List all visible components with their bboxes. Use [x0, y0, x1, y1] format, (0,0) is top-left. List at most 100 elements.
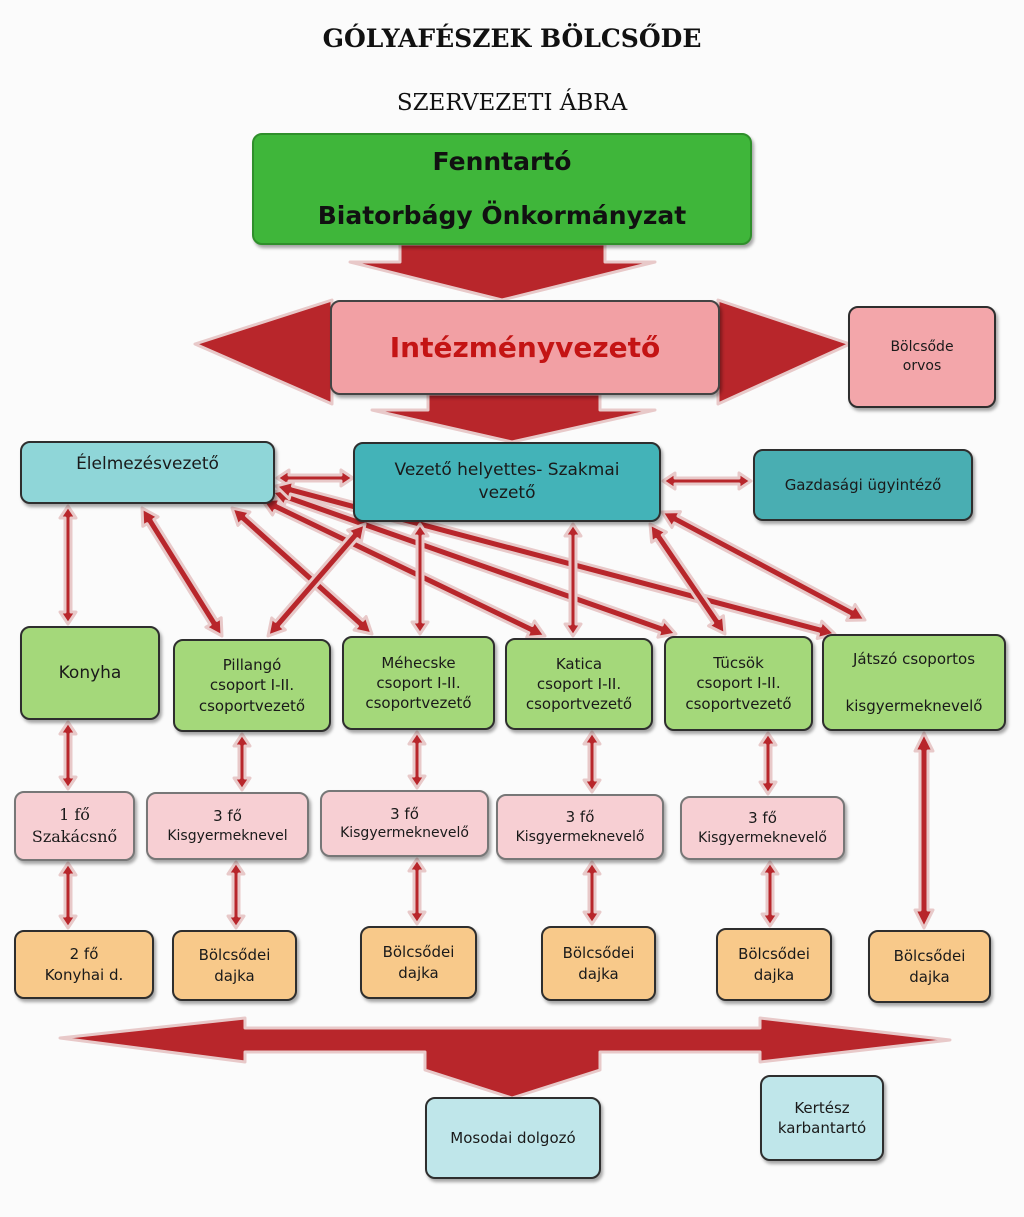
arrow-helyettes-mehecske	[410, 522, 430, 636]
box-konyhai-dolgozo: 2 fő Konyhai d.	[14, 930, 154, 999]
arrow-kisgy1-dajka1	[226, 860, 246, 930]
box-vezeto-helyettes: Vezető helyettes- Szakmai vezető	[353, 442, 661, 522]
box-orvos-line2: orvos	[902, 358, 942, 374]
box-orvos: Bölcsőde orvos	[848, 306, 996, 408]
box-dajka2-line2: dajka	[398, 963, 439, 982]
arrow-pillango-kisgy1	[232, 732, 252, 792]
box-kisgyermeknevelo-3: 3 fő Kisgyermeknevelő	[496, 794, 664, 860]
box-katica-line1: Katica	[555, 654, 603, 673]
box-konyhai-line1: 2 fő	[69, 945, 99, 964]
box-dajka5-line2: dajka	[909, 967, 950, 986]
box-katica-line3: csoportvezető	[525, 695, 633, 714]
arrow-right-intezmenyvezeto	[708, 298, 852, 406]
arrow-down-fenntarto	[348, 242, 657, 302]
arrow-mehecske-kisgy2	[407, 730, 427, 790]
box-fenntarto-line2: Biatorbágy Önkormányzat	[317, 201, 687, 230]
arrow-down-intezmenyvezeto	[370, 392, 657, 444]
box-dajka4-line1: Bölcsődei	[738, 945, 810, 964]
box-intezmenyvezeto: Intézményvezető	[330, 300, 720, 395]
arrow-bottom-wide	[58, 1016, 952, 1100]
box-dajka1-line2: dajka	[214, 966, 255, 985]
box-szakacsno-line2: Szakácsnő	[31, 827, 118, 846]
box-kisgy3-line2: Kisgyermeknevelő	[515, 828, 645, 845]
arrow-tucsok-kisgy4	[758, 731, 778, 796]
box-mosodai-dolgozo: Mosodai dolgozó	[425, 1097, 601, 1179]
box-tucsok: Tücsök csoport I-II. csoportvezető	[664, 636, 813, 731]
box-katica-line2: csoport I-II.	[536, 674, 622, 693]
box-dajka-4: Bölcsődei dajka	[716, 928, 832, 1001]
box-orvos-line1: Bölcsőde	[890, 339, 954, 356]
box-kisgyermeknevelo-2: 3 fő Kisgyermeknevelő	[320, 790, 489, 857]
box-kisgyermeknevelo-4: 3 fő Kisgyermeknevelő	[680, 796, 845, 860]
chart-subtitle: SZERVEZETI ÁBRA	[396, 90, 628, 116]
arrow-elelmezes-mehecske	[230, 506, 374, 636]
box-jatszo-line1: Játszó csoportos	[852, 650, 976, 669]
box-gazdasagi-ugyintezo: Gazdasági ügyintéző	[753, 449, 973, 521]
arrow-konyha-szakacsno	[58, 720, 78, 791]
box-tucsok-line3: csoportvezető	[685, 694, 792, 713]
box-dajka-5: Bölcsődei dajka	[868, 930, 991, 1003]
box-pillango-line1: Pillangó	[222, 656, 282, 675]
box-dajka5-line1: Bölcsődei	[893, 947, 966, 966]
box-szakacsno-line1: 1 fő	[59, 805, 90, 825]
box-dajka3-line2: dajka	[578, 964, 619, 983]
box-pillango-line3: csoportvezető	[198, 696, 306, 715]
box-elelmezesvezeto-label: Élelmezésvezető	[76, 454, 219, 474]
arrow-elelmezes-konyha	[58, 504, 78, 626]
box-kertesz-line1: Kertész	[794, 1098, 850, 1117]
box-elelmezesvezeto: Élelmezésvezető	[20, 441, 275, 504]
box-dajka-3: Bölcsődei dajka	[541, 926, 656, 1001]
box-mehecske-line1: Méhecske	[381, 653, 456, 672]
box-intezmenyvezeto-label: Intézményvezető	[389, 330, 661, 364]
box-konyha: Konyha	[20, 626, 160, 720]
box-kisgyermeknevelo-1: 3 fő Kisgyermeknevel	[146, 792, 309, 860]
box-fenntarto: Fenntartó Biatorbágy Önkormányzat	[252, 133, 752, 245]
arrow-szakacsno-konyhai	[58, 861, 78, 930]
box-mosodai-label: Mosodai dolgozó	[450, 1128, 576, 1147]
box-kisgy3-line1: 3 fő	[565, 808, 595, 827]
box-jatszo-line2: kisgyermeknevelő	[845, 696, 983, 715]
box-kertesz-line2: karbantartó	[777, 1119, 867, 1137]
box-kisgy2-line2: Kisgyermeknevelő	[340, 825, 469, 842]
box-kisgy4-line1: 3 fő	[748, 809, 777, 828]
arrow-kisgy4-dajka4	[760, 860, 780, 928]
arrow-elelmezes-pillango	[140, 506, 224, 638]
box-dajka-2: Bölcsődei dajka	[360, 926, 477, 999]
arrow-kisgy3-dajka3	[582, 860, 602, 926]
box-kisgy1-line2: Kisgyermeknevel	[167, 827, 288, 844]
box-dajka2-line1: Bölcsődei	[382, 943, 455, 962]
box-pillango-line2: csoport I-II.	[209, 676, 295, 695]
box-konyhai-line2: Konyhai d.	[44, 965, 124, 984]
box-vezeto-helyettes-line2: vezető	[478, 483, 536, 503]
box-fenntarto-line1: Fenntartó	[432, 147, 572, 177]
arrow-helyettes-pillango	[266, 522, 367, 638]
box-kisgy2-line1: 3 fő	[390, 804, 419, 823]
arrow-left-intezmenyvezeto	[193, 298, 342, 406]
box-kisgy1-line1: 3 fő	[213, 807, 242, 826]
box-kisgy4-line2: Kisgyermeknevelő	[698, 829, 827, 846]
box-gazdasagi-label: Gazdasági ügyintéző	[784, 475, 942, 494]
box-katica: Katica csoport I-II. csoportvezető	[505, 638, 653, 730]
arrow-katica-kisgy3	[582, 730, 602, 794]
box-dajka3-line1: Bölcsődei	[562, 944, 635, 963]
box-szakacsno: 1 fő Szakácsnő	[14, 791, 135, 861]
arrow-helyettes-jatszo	[660, 510, 867, 622]
box-jatszo: Játszó csoportos kisgyermeknevelő	[822, 634, 1006, 731]
arrow-helyettes-katica	[563, 522, 583, 638]
box-tucsok-line2: csoport I-II.	[696, 674, 781, 693]
box-dajka4-line2: dajka	[753, 965, 795, 984]
box-pillango: Pillangó csoport I-II. csoportvezető	[173, 639, 331, 732]
arrow-jatszo-dajka5	[913, 731, 935, 930]
arrow-helyettes-gazdasagi	[661, 471, 753, 491]
box-mehecske-line3: csoportvezető	[365, 694, 472, 713]
chart-title: GÓLYAFÉSZEK BÖLCSŐDE	[322, 24, 702, 53]
box-mehecske-line2: csoport I-II.	[376, 673, 461, 692]
box-vezeto-helyettes-line1: Vezető helyettes- Szakmai	[394, 460, 620, 481]
arrow-kisgy2-dajka2	[407, 857, 427, 926]
box-konyha-label: Konyha	[58, 662, 122, 683]
box-mehecske: Méhecske csoport I-II. csoportvezető	[342, 636, 495, 730]
box-dajka-1: Bölcsődei dajka	[172, 930, 297, 1001]
arrow-helyettes-tucsok	[648, 522, 727, 636]
